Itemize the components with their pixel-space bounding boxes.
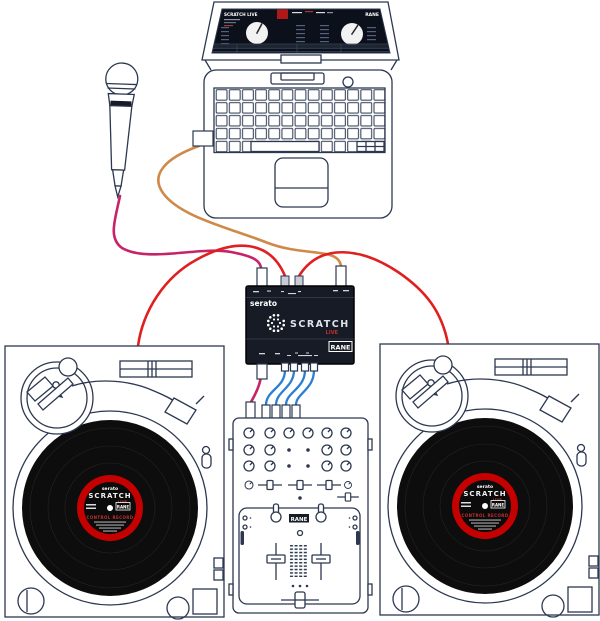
scratch-live-software-screen: SCRATCH LIVE RANE [212, 9, 390, 53]
label-type: CONTROL RECORD [87, 515, 134, 520]
screen-app-wordmark: SCRATCH LIVE [224, 12, 258, 17]
microphone-cable [112, 194, 263, 270]
mixer-input-jack-4 [291, 404, 301, 419]
box-output-jack-3 [300, 362, 310, 372]
channel-fader-right [311, 554, 331, 564]
microphone [105, 62, 139, 200]
microphone-head [105, 62, 139, 96]
output-cable-2 [274, 368, 296, 407]
turntable-left: serato SCRATCH LIVE RANE CONTROL RECORD [4, 345, 225, 620]
rca-cable-left-turntable [136, 244, 287, 348]
mixer: RANE [228, 401, 373, 614]
strobe-lamp [192, 588, 218, 615]
mixer-brand-box [289, 514, 309, 523]
label-title: SCRATCH [88, 492, 131, 500]
laptop-power-button [342, 76, 354, 88]
pitch-dial [166, 596, 190, 620]
turntable-right [379, 343, 600, 618]
product-edition: LIVE [326, 330, 339, 336]
mixer-led-meter [289, 544, 308, 577]
box-mic-connector [256, 267, 268, 288]
screen-text-dashes [221, 25, 376, 45]
microphone-body [109, 104, 133, 171]
counterweight [58, 357, 78, 377]
laptop-hinge [280, 54, 322, 64]
laptop-trackpad [274, 157, 329, 208]
scratch-live-interface: serato SCRATCH LIVE RANE [245, 285, 355, 380]
mixer-ear-left-top [228, 438, 234, 451]
mixer-input-jack-1 [261, 404, 271, 419]
box-usb-connector [335, 265, 347, 288]
tonearm [20, 357, 205, 435]
usb-cable [157, 144, 343, 268]
mixer-ear-right-top [367, 438, 373, 451]
interface-body [245, 285, 355, 365]
label-maker: RANE [117, 505, 130, 510]
box-output-jack-1 [280, 362, 290, 372]
output-cable-1 [264, 368, 287, 407]
label-brand: serato [102, 486, 118, 492]
screen-waveform-block [277, 9, 288, 19]
mixer-input-jack-3 [281, 404, 291, 419]
label-edition: LIVE [118, 499, 128, 504]
rane-logo: RANE [331, 344, 351, 352]
rane-logo-box [328, 341, 353, 352]
rca-cable-right-turntable [297, 250, 450, 346]
output-cable-3 [284, 368, 307, 407]
pitch-slider-lower [213, 569, 224, 581]
crossfader [294, 591, 306, 609]
mixer-input-jack-2 [271, 404, 281, 419]
platter [12, 410, 208, 606]
product-name: SCRATCH [290, 319, 350, 330]
spindle-hole [107, 505, 113, 511]
box-output-jack-2 [289, 362, 299, 372]
headshell [164, 397, 197, 425]
port-labels [253, 290, 349, 357]
mixer-mic-connector [245, 401, 256, 419]
laptop: SCRATCH LIVE RANE [201, 1, 400, 219]
serato-wordmark: serato [250, 299, 277, 308]
cables [112, 144, 450, 407]
start-stop-button [17, 587, 45, 615]
mixer-eq-knobs [243, 427, 360, 502]
output-cable-4 [294, 368, 316, 407]
mixer-ear-left-bottom [228, 583, 234, 596]
serato-icon [267, 314, 286, 333]
mixer-brand-logo: RANE [291, 517, 308, 523]
label-fine-print [94, 521, 126, 532]
box-mic-out-connector [256, 363, 268, 380]
record-label: serato SCRATCH LIVE RANE CONTROL RECORD [77, 475, 143, 541]
laptop-usb-plug [192, 130, 214, 147]
tonearm-rest [119, 360, 193, 378]
screen-brand: RANE [365, 12, 379, 18]
screen-library-grid [212, 43, 390, 53]
spacebar-key [250, 140, 320, 153]
pitch-slider-upper [213, 557, 224, 569]
channel-fader-left [266, 554, 286, 564]
mixer-ear-right-bottom [367, 583, 373, 596]
box-output-jack-4 [309, 362, 319, 372]
